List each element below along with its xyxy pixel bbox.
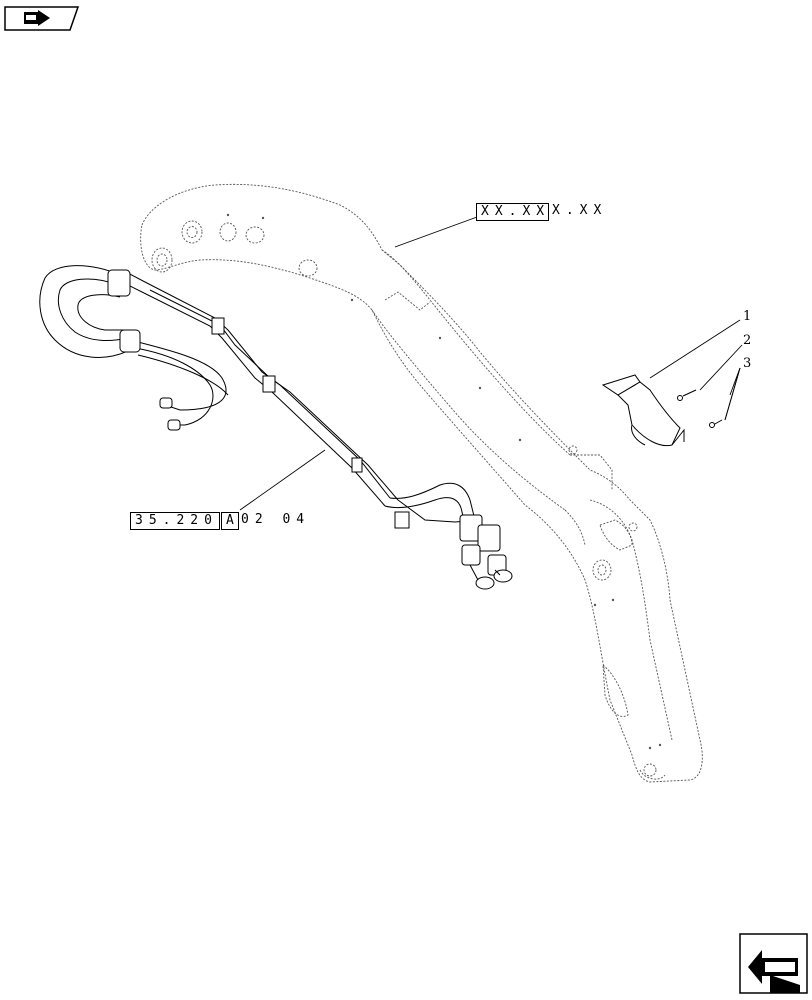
callout-3: 3: [743, 356, 752, 371]
nav-forward-icon[interactable]: [4, 6, 80, 31]
hose-clamps: [107, 269, 410, 529]
boom-ref-box[interactable]: XX.XX: [476, 203, 549, 221]
pipe-ref-box-letter[interactable]: A: [221, 512, 239, 530]
quick-couplers: [459, 514, 513, 590]
boom-outline: [140, 183, 703, 783]
pipe-ref-tail: 02 04: [241, 512, 311, 527]
pipe-ref-box[interactable]: 35.220: [130, 512, 220, 530]
pipe-leader: [239, 449, 326, 511]
boom-holes: [151, 220, 657, 777]
boom-rivets: [226, 213, 662, 750]
nav-return-icon[interactable]: [739, 933, 808, 994]
boom-leader: [394, 216, 478, 248]
boom-ref-tail: X.XX: [552, 203, 608, 218]
guard-bracket: [601, 374, 723, 447]
callout-leaders: [649, 319, 743, 421]
callout-1: 1: [743, 309, 752, 324]
callout-2: 2: [743, 333, 752, 348]
